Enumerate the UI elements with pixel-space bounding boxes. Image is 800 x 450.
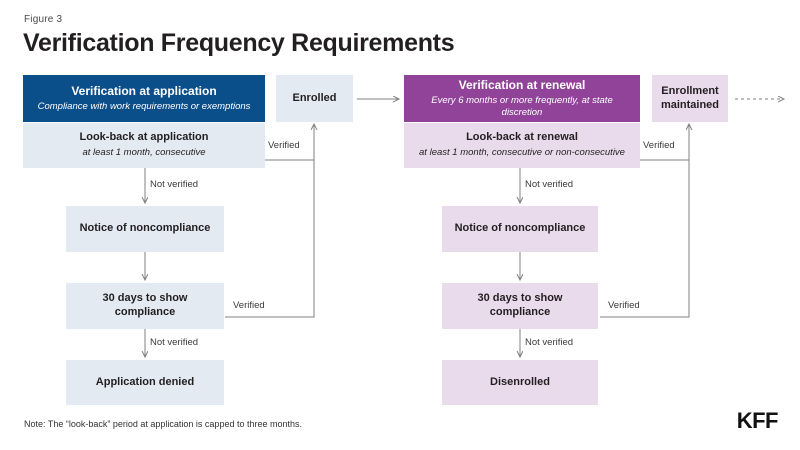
disenrolled-label: Disenrolled (490, 375, 550, 388)
application-notice-of-noncompliance-box: Notice of noncompliance (66, 206, 224, 252)
application-30-days-label: 30 days to show compliance (102, 292, 188, 318)
renewal-lookback-subtitle: at least 1 month, consecutive or non-con… (419, 147, 625, 159)
renewal-30-days-not-verified-label: Not verified (525, 337, 574, 348)
verification-at-application-header: Verification at application Compliance w… (23, 75, 265, 122)
enrollment-maintained-line-1: Enrollment (661, 84, 719, 97)
look-back-at-application-box: Look-back at application at least 1 mont… (23, 123, 265, 168)
renewal-30-days-box: 30 days to show compliance (442, 283, 598, 329)
renewal-30-days-label: 30 days to show compliance (477, 292, 563, 318)
application-denied-box: Application denied (66, 360, 224, 405)
page-title: Verification Frequency Requirements (23, 29, 455, 57)
enrollment-maintained-line-2: maintained (660, 98, 720, 111)
application-denied-label: Application denied (95, 375, 195, 388)
renewal-lookback-title: Look-back at renewal (466, 131, 578, 144)
look-back-at-renewal-box: Look-back at renewal at least 1 month, c… (404, 123, 640, 168)
application-30-days-box: 30 days to show compliance (66, 283, 224, 329)
application-lookback-title: Look-back at application (79, 131, 209, 144)
renewal-lookback-not-verified-label: Not verified (525, 179, 574, 190)
enrolled-box: Enrolled (276, 75, 353, 122)
disenrolled-box: Disenrolled (442, 360, 598, 405)
renewal-notice-of-noncompliance-box: Notice of noncompliance (442, 206, 598, 252)
application-header-title: Verification at application (71, 83, 217, 98)
kff-logo: KFF (736, 408, 779, 433)
renewal-30-days-verified-label: Verified (608, 300, 640, 311)
application-30-days-verified-label: Verified (233, 300, 265, 311)
verification-at-renewal-header: Verification at renewal Every 6 months o… (404, 75, 640, 122)
application-lookback-verified-label: Verified (268, 140, 300, 151)
application-notice-label: Notice of noncompliance (79, 222, 211, 235)
figure-note: Note: The “look-back” period at applicat… (24, 419, 302, 429)
renewal-lookback-verified-label: Verified (643, 140, 675, 151)
application-lookback-not-verified-label: Not verified (150, 179, 199, 190)
enrollment-maintained-box: Enrollment maintained (652, 75, 728, 122)
figure-number: Figure 3 (24, 14, 63, 25)
application-30-days-not-verified-label: Not verified (150, 337, 199, 348)
enrolled-label: Enrolled (292, 91, 337, 104)
renewal-notice-label: Notice of noncompliance (454, 222, 586, 235)
renewal-header-title: Verification at renewal (458, 77, 586, 92)
application-header-subtitle: Compliance with work requirements or exe… (37, 100, 251, 112)
renewal-header-subtitle: Every 6 months or more frequently, at st… (431, 94, 613, 118)
application-lookback-subtitle: at least 1 month, consecutive (82, 147, 206, 159)
